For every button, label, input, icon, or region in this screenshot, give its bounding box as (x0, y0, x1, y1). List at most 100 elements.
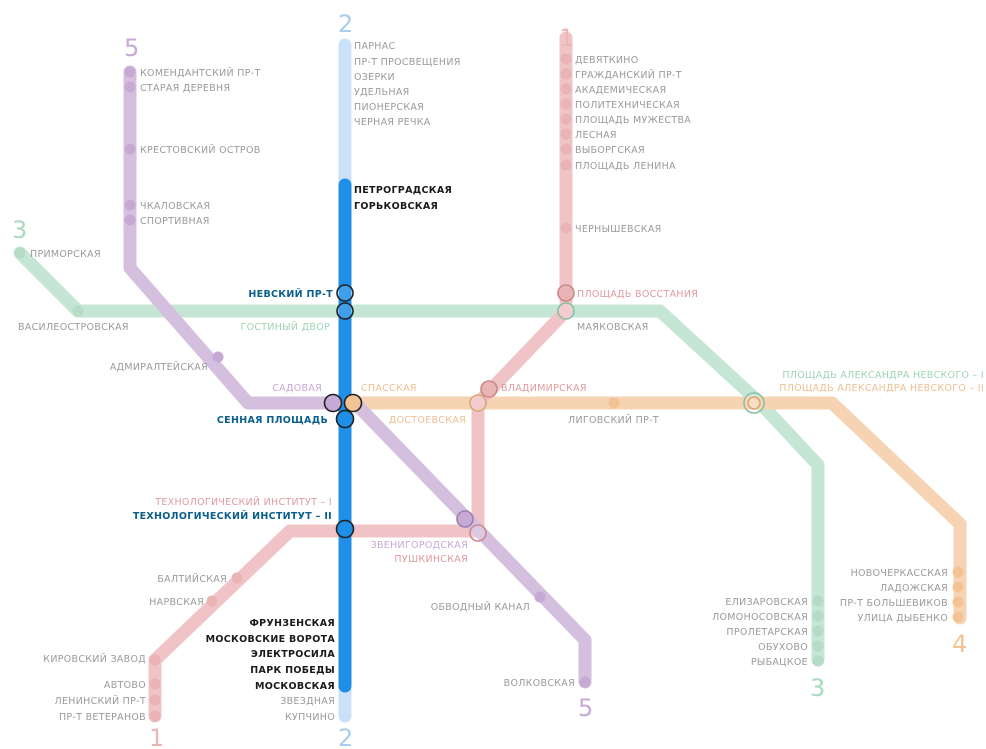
station-dot[interactable] (952, 566, 964, 578)
station-dot[interactable] (339, 55, 351, 67)
station-dot[interactable] (339, 647, 351, 659)
station-label: КОМЕНДАНТСКИЙ ПР-Т (140, 67, 261, 79)
station-label: КИРОВСКИЙ ЗАВОД (43, 653, 146, 665)
station-label: МОСКОВСКИЕ ВОРОТА (206, 634, 336, 645)
station-dot[interactable] (149, 654, 161, 666)
station-label: ЛЕНИНСКИЙ ПР-Т (55, 695, 146, 707)
station-label: ДЕВЯТКИНО (575, 55, 639, 66)
station-label: ПИОНЕРСКАЯ (354, 102, 424, 113)
station-dot[interactable] (339, 679, 351, 691)
station-dot[interactable] (339, 199, 351, 211)
station-label: ГОСТИНЫЙ ДВОР (240, 321, 330, 333)
station-label: СТАРАЯ ДЕРЕВНЯ (140, 83, 230, 94)
station-label: НАРВСКАЯ (149, 597, 204, 608)
station-dot[interactable] (534, 591, 546, 603)
station-dot[interactable] (14, 247, 26, 259)
transfer-ring[interactable] (469, 394, 487, 412)
station-dot[interactable] (124, 199, 136, 211)
station-dot[interactable] (579, 676, 591, 688)
station-dot[interactable] (952, 596, 964, 608)
station-label: ЛЕСНАЯ (575, 130, 617, 141)
station-dot[interactable] (339, 632, 351, 644)
station-dot[interactable] (339, 70, 351, 82)
station-dot[interactable] (339, 115, 351, 127)
station-dot[interactable] (72, 305, 84, 317)
station-label: ВАСИЛЕОСТРОВСКАЯ (18, 322, 129, 333)
station-dot[interactable] (339, 100, 351, 112)
station-label: ПЛОЩАДЬ АЛЕКСАНДРА НЕВСКОГО – I (782, 370, 984, 381)
station-dot[interactable] (560, 143, 572, 155)
station-label: ПЛОЩАДЬ АЛЕКСАНДРА НЕВСКОГО – II (779, 383, 984, 394)
station-label: ОБВОДНЫЙ КАНАЛ (431, 601, 530, 613)
station-dot[interactable] (560, 53, 572, 65)
station-dot[interactable] (812, 625, 824, 637)
station-dot[interactable] (124, 81, 136, 93)
line-4-track (325, 396, 967, 625)
station-dot[interactable] (812, 655, 824, 667)
transfer-ring[interactable] (336, 302, 354, 320)
station-label: УДЕЛЬНАЯ (354, 87, 410, 98)
transfer-ring[interactable] (343, 393, 363, 413)
station-label: ПАРК ПОБЕДЫ (250, 665, 335, 676)
transfer-ring[interactable] (743, 392, 765, 414)
station-label: ВЫБОРГСКАЯ (575, 145, 645, 156)
station-dot[interactable] (124, 66, 136, 78)
transfer-ring[interactable] (469, 524, 487, 542)
station-dot[interactable] (339, 663, 351, 675)
station-dot[interactable] (560, 83, 572, 95)
station-label: ЭЛЕКТРОСИЛА (251, 649, 335, 660)
station-label: ЧЕРНЫШЕВСКАЯ (575, 224, 662, 235)
station-label: ЛАДОЖСКАЯ (880, 583, 948, 594)
station-label: ЗВЕЗДНАЯ (280, 696, 335, 707)
station-label: ПОЛИТЕХНИЧЕСКАЯ (575, 100, 680, 111)
transfer-ring[interactable] (335, 409, 355, 429)
station-dot[interactable] (124, 214, 136, 226)
line-4-number: 4 (952, 630, 967, 658)
station-dot[interactable] (560, 222, 572, 234)
station-dot[interactable] (812, 610, 824, 622)
station-label: САДОВАЯ (272, 383, 322, 394)
station-dot[interactable] (952, 581, 964, 593)
station-dot[interactable] (206, 595, 218, 607)
station-dot[interactable] (812, 640, 824, 652)
line-1-number-top: 1 (559, 24, 574, 52)
transfer-ring[interactable] (335, 519, 355, 539)
station-dot[interactable] (952, 611, 964, 623)
station-dot[interactable] (149, 694, 161, 706)
station-label: КРЕСТОВСКИЙ ОСТРОВ (140, 144, 261, 156)
station-dot[interactable] (212, 351, 224, 363)
station-dot[interactable] (231, 572, 243, 584)
station-label: ВОЛКОВСКАЯ (504, 678, 575, 689)
station-label: ПР-Т ПРОСВЕЩЕНИЯ (354, 57, 461, 68)
line-1-number-bottom: 1 (149, 724, 164, 749)
station-dot[interactable] (339, 710, 351, 722)
station-dot[interactable] (560, 128, 572, 140)
station-label: ПЛОЩАДЬ ВОССТАНИЯ (577, 289, 698, 300)
transfer-ring[interactable] (480, 380, 498, 398)
station-dot[interactable] (339, 183, 351, 195)
transfer-ring[interactable] (323, 393, 343, 413)
line-3-number-top: 3 (12, 216, 27, 244)
station-dot[interactable] (560, 113, 572, 125)
station-label: ДОСТОЕВСКАЯ (389, 415, 466, 426)
station-dot[interactable] (339, 616, 351, 628)
station-dot[interactable] (560, 68, 572, 80)
station-dot[interactable] (339, 694, 351, 706)
station-dot[interactable] (149, 678, 161, 690)
station-dot[interactable] (560, 159, 572, 171)
station-dot[interactable] (124, 143, 136, 155)
station-dot[interactable] (560, 98, 572, 110)
transfer-ring[interactable] (456, 510, 474, 528)
transfer-ring[interactable] (336, 284, 354, 302)
station-dot[interactable] (608, 397, 620, 409)
station-label: ЧЕРНАЯ РЕЧКА (354, 117, 431, 128)
transfer-ring[interactable] (747, 396, 761, 410)
station-dot[interactable] (339, 39, 351, 51)
station-dot[interactable] (339, 85, 351, 97)
station-dot[interactable] (812, 595, 824, 607)
station-label: БАЛТИЙСКАЯ (157, 573, 227, 585)
station-dot[interactable] (149, 710, 161, 722)
transfer-ring[interactable] (557, 284, 575, 302)
transfer-ring[interactable] (557, 302, 575, 320)
